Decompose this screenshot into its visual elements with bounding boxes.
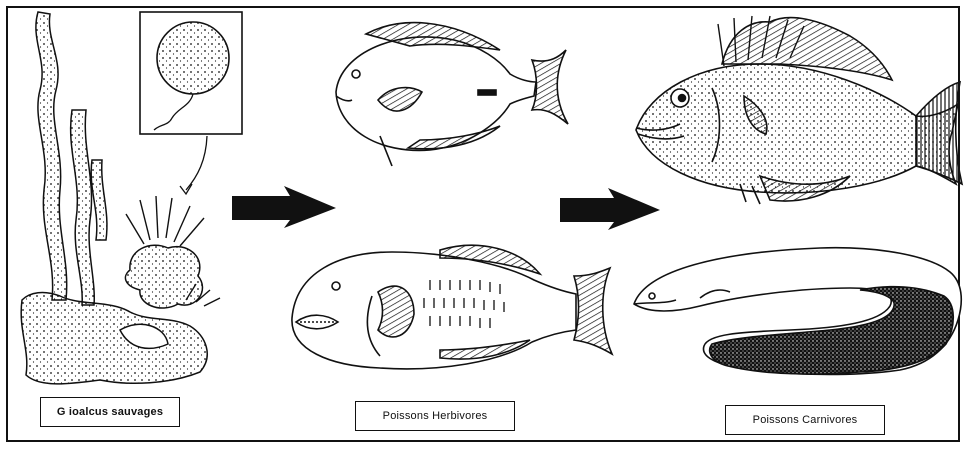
label-carnivorous-fish: Poissons Carnivores xyxy=(725,405,885,435)
microalga-inset xyxy=(140,12,242,194)
arrow-right-icon xyxy=(560,188,660,230)
snapper-icon xyxy=(636,16,962,204)
arrow-right-icon xyxy=(232,186,336,228)
moray-eel-icon xyxy=(634,248,961,375)
label-herbivorous-fish: Poissons Herbivores xyxy=(355,401,515,431)
parrotfish-icon xyxy=(292,245,612,369)
label-wild-algae: G ioalcus sauvages xyxy=(40,397,180,427)
surgeonfish-icon xyxy=(336,23,568,166)
